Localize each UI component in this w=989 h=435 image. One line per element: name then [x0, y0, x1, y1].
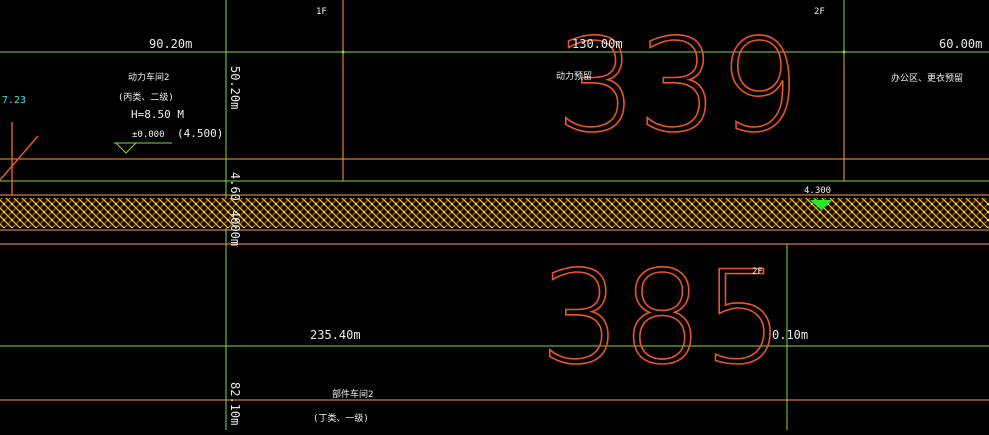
triangle-level-icon	[114, 142, 172, 154]
orange-lines	[0, 0, 989, 401]
parts-workshop-class: (丁类、一级)	[313, 412, 369, 424]
dimension-top-middle: 130.00m	[572, 37, 623, 51]
dimension-vertical-middle-2: 4000m	[228, 210, 242, 246]
floor-label-2f-bottom: 2F	[752, 267, 763, 277]
dimension-vertical-upper: 50.20m	[228, 66, 242, 109]
level-zero-label: ±0.000	[132, 130, 165, 140]
dimension-bottom-left: 235.40m	[310, 328, 361, 342]
grid-nodes	[341, 50, 846, 54]
level-value-label: (4.500)	[177, 127, 223, 140]
power-workshop-class: (丙类、二级)	[118, 91, 174, 103]
dimension-top-left: 90.20m	[149, 37, 192, 51]
big-number-lower: 385	[540, 244, 784, 393]
hatched-road-band	[0, 198, 989, 228]
elevation-marker-label: 4.300	[804, 186, 831, 196]
red-diagonal-lines	[0, 122, 39, 196]
dimension-bottom-right: 0.10m	[772, 328, 808, 342]
power-workshop-name: 动力车间2	[128, 71, 169, 83]
green-triangle-icon	[810, 200, 832, 210]
parts-workshop-name: 部件车间2	[332, 388, 373, 400]
dimension-top-right: 60.00m	[939, 37, 982, 51]
floor-label-1f: 1F	[316, 7, 327, 17]
power-workshop-height: H=8.50 M	[131, 108, 184, 121]
office-reserve-label: 办公区、更衣预留	[891, 72, 963, 84]
dimension-vertical-lower: 82.10m	[228, 382, 242, 425]
dimension-vertical-middle: 4.60	[228, 172, 242, 201]
big-number-upper: 339	[556, 12, 800, 161]
floor-label-2f-top: 2F	[814, 7, 825, 17]
cyan-label: 7.23	[2, 95, 26, 106]
power-reserve-label: 动力预留	[556, 70, 592, 82]
